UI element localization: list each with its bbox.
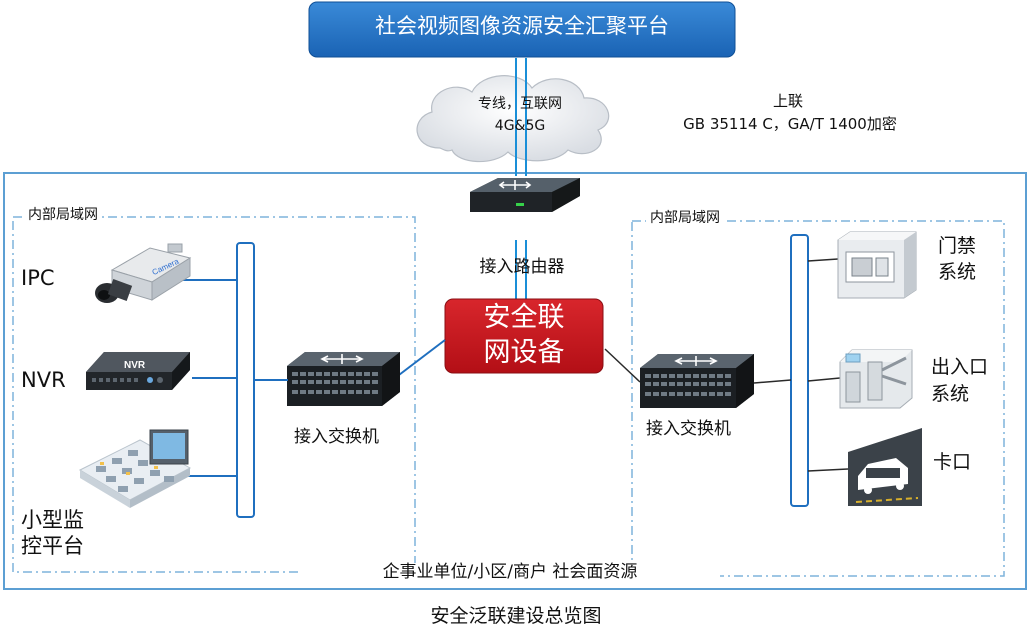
right-lan-title: 内部局域网	[646, 210, 724, 227]
nvr-icon: NVR	[86, 352, 190, 390]
ipc-camera-icon: Camera	[95, 243, 192, 303]
router-icon	[470, 178, 580, 212]
access-control-icon	[837, 231, 917, 299]
left-switch-label: 接入交换机	[294, 427, 379, 447]
right-lan-box	[631, 220, 1005, 577]
uplink-line1: 上联	[772, 92, 803, 110]
platform-box	[308, 1, 736, 58]
left-lan-box	[12, 216, 416, 573]
platform-title: 社会视频图像资源安全汇聚平台	[375, 14, 669, 38]
diagram-caption: 安全泛联建设总览图	[430, 605, 602, 627]
checkpoint-icon	[848, 428, 922, 506]
uplink-line2: GB 35114 C，GA/T 1400加密	[683, 115, 897, 133]
monitoring-platform-icon	[78, 429, 192, 508]
left-bus-bar	[236, 242, 255, 518]
checkpoint-link	[807, 468, 849, 472]
access-control-link	[807, 258, 839, 262]
right-bus-bar	[790, 234, 809, 507]
left-switch-icon	[287, 352, 400, 406]
right-switch-to-bus	[753, 379, 792, 384]
cloud-line1: 专线，互联网	[478, 96, 562, 112]
router-label: 接入路由器	[479, 257, 565, 277]
security-device-line2: 网设备	[483, 337, 565, 368]
access-control-line2: 系统	[938, 261, 977, 283]
checkpoint-label: 卡口	[933, 451, 972, 473]
nvr-label: NVR	[21, 368, 66, 392]
entry-exit-line2: 系统	[931, 383, 970, 405]
cloud-icon	[416, 75, 610, 163]
entry-exit-line1: 出入口	[931, 356, 989, 378]
link-sec-right-switch	[604, 348, 641, 383]
right-switch-label: 接入交换机	[646, 419, 731, 439]
entry-exit-link	[807, 377, 841, 382]
ipc-label: IPC	[21, 266, 55, 290]
link-sec-left-switch	[394, 339, 446, 379]
left-lan-title: 内部局域网	[24, 207, 102, 224]
monitoring-platform-line1: 小型监	[21, 508, 84, 532]
security-device-box	[444, 298, 604, 374]
cloud-line2: 4G&5G	[494, 118, 546, 134]
monitoring-platform-line2: 控平台	[21, 534, 84, 558]
nvr-badge: NVR	[124, 360, 146, 371]
access-control-line1: 门禁	[938, 235, 977, 257]
security-device-line1: 安全联	[483, 302, 565, 333]
site-resources-label: 企事业单位/小区/商户 社会面资源	[300, 562, 720, 583]
turnstile-icon	[839, 349, 913, 409]
right-switch-icon	[640, 354, 754, 408]
